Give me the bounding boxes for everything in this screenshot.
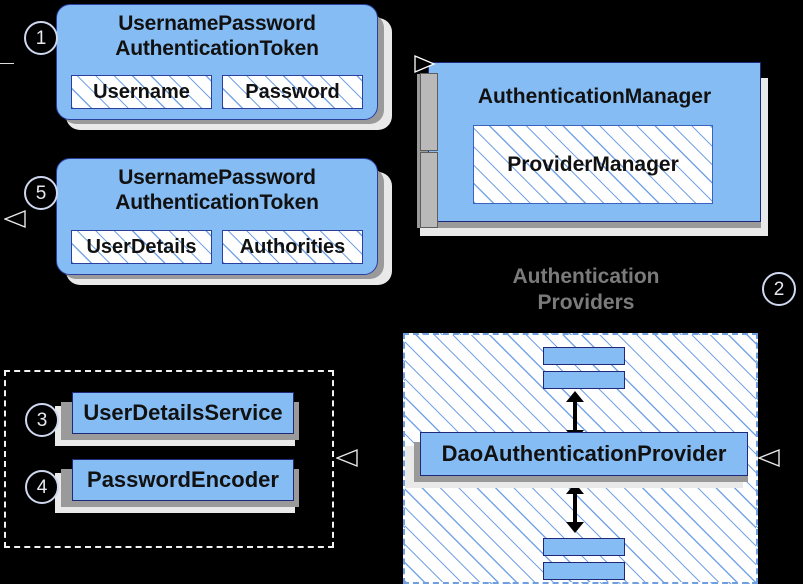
token-request-title-line2: AuthenticationToken: [115, 37, 319, 60]
user-details-service-group: UserDetailsService: [55, 392, 315, 448]
authentication-manager-title: AuthenticationManager: [477, 85, 712, 108]
arrow-stem: [573, 399, 577, 433]
provider-placeholder-bar-2: [543, 371, 625, 389]
token-request-group: UsernamePassword AuthenticationToken Use…: [56, 4, 392, 130]
step-number-5: 5: [24, 176, 58, 210]
arrow-up-head: [566, 391, 584, 402]
hollow-triangle-arrowhead-icon: [335, 448, 358, 468]
token-result-title-line2: AuthenticationToken: [115, 191, 319, 214]
token-result-slot-authorities[interactable]: Authorities: [222, 230, 363, 264]
authentication-providers-label-line2: Providers: [537, 291, 635, 314]
token-request-slots: Username Password: [71, 75, 363, 109]
authentication-manager-group: AuthenticationManager ProviderManager: [414, 62, 774, 237]
token-result-group: UsernamePassword AuthenticationToken Use…: [56, 158, 392, 286]
token-result-slot-userdetails[interactable]: UserDetails: [71, 230, 212, 264]
authentication-manager-box[interactable]: AuthenticationManager ProviderManager: [428, 62, 761, 222]
dao-authentication-provider-box[interactable]: DaoAuthenticationProvider: [420, 432, 748, 476]
provider-placeholder-bar-4: [543, 562, 625, 580]
provider-link-arrow-bottom: [566, 483, 584, 533]
connector-inbound-request: [0, 63, 14, 64]
arrow-stem: [573, 491, 577, 525]
token-result-title-line1: UsernamePassword: [118, 166, 316, 189]
password-encoder-box[interactable]: PasswordEncoder: [72, 459, 294, 501]
component-bar-top: [420, 73, 438, 151]
token-request-slot-username[interactable]: Username: [71, 75, 212, 109]
realization-arrow-services: [335, 448, 360, 468]
step-number-2: 2: [762, 272, 796, 306]
realization-arrow-token-result: [3, 209, 28, 229]
step-number-3: 3: [25, 403, 59, 437]
hollow-triangle-arrowhead-icon: [3, 209, 26, 229]
provider-placeholder-bar-3: [543, 538, 625, 556]
dao-authentication-provider-group: DaoAuthenticationProvider: [405, 432, 765, 490]
component-bar-bottom: [420, 152, 438, 228]
services-region: [4, 370, 334, 548]
step-number-1: 1: [24, 21, 58, 55]
provider-placeholder-bar-1: [543, 347, 625, 365]
arrow-into-authentication-manager: [414, 55, 440, 75]
user-details-service-box[interactable]: UserDetailsService: [72, 392, 294, 434]
step-number-4: 4: [25, 470, 59, 504]
password-encoder-group: PasswordEncoder: [55, 459, 315, 515]
authentication-providers-label-line1: Authentication: [512, 265, 660, 288]
hollow-triangle-arrowhead-icon: [757, 448, 780, 468]
token-request-box[interactable]: UsernamePassword AuthenticationToken Use…: [56, 4, 378, 120]
authentication-providers-label: Authentication Providers: [480, 264, 692, 316]
token-result-slots: UserDetails Authorities: [71, 230, 363, 264]
token-request-slot-password[interactable]: Password: [222, 75, 363, 109]
arrow-up-head: [566, 483, 584, 494]
provider-manager-box[interactable]: ProviderManager: [473, 125, 713, 204]
token-request-title-line1: UsernamePassword: [118, 12, 316, 35]
solid-triangle-arrowhead-icon: [414, 55, 436, 73]
realization-arrow-providers: [757, 448, 782, 468]
token-result-box[interactable]: UsernamePassword AuthenticationToken Use…: [56, 158, 378, 275]
arrow-down-head: [566, 522, 584, 533]
